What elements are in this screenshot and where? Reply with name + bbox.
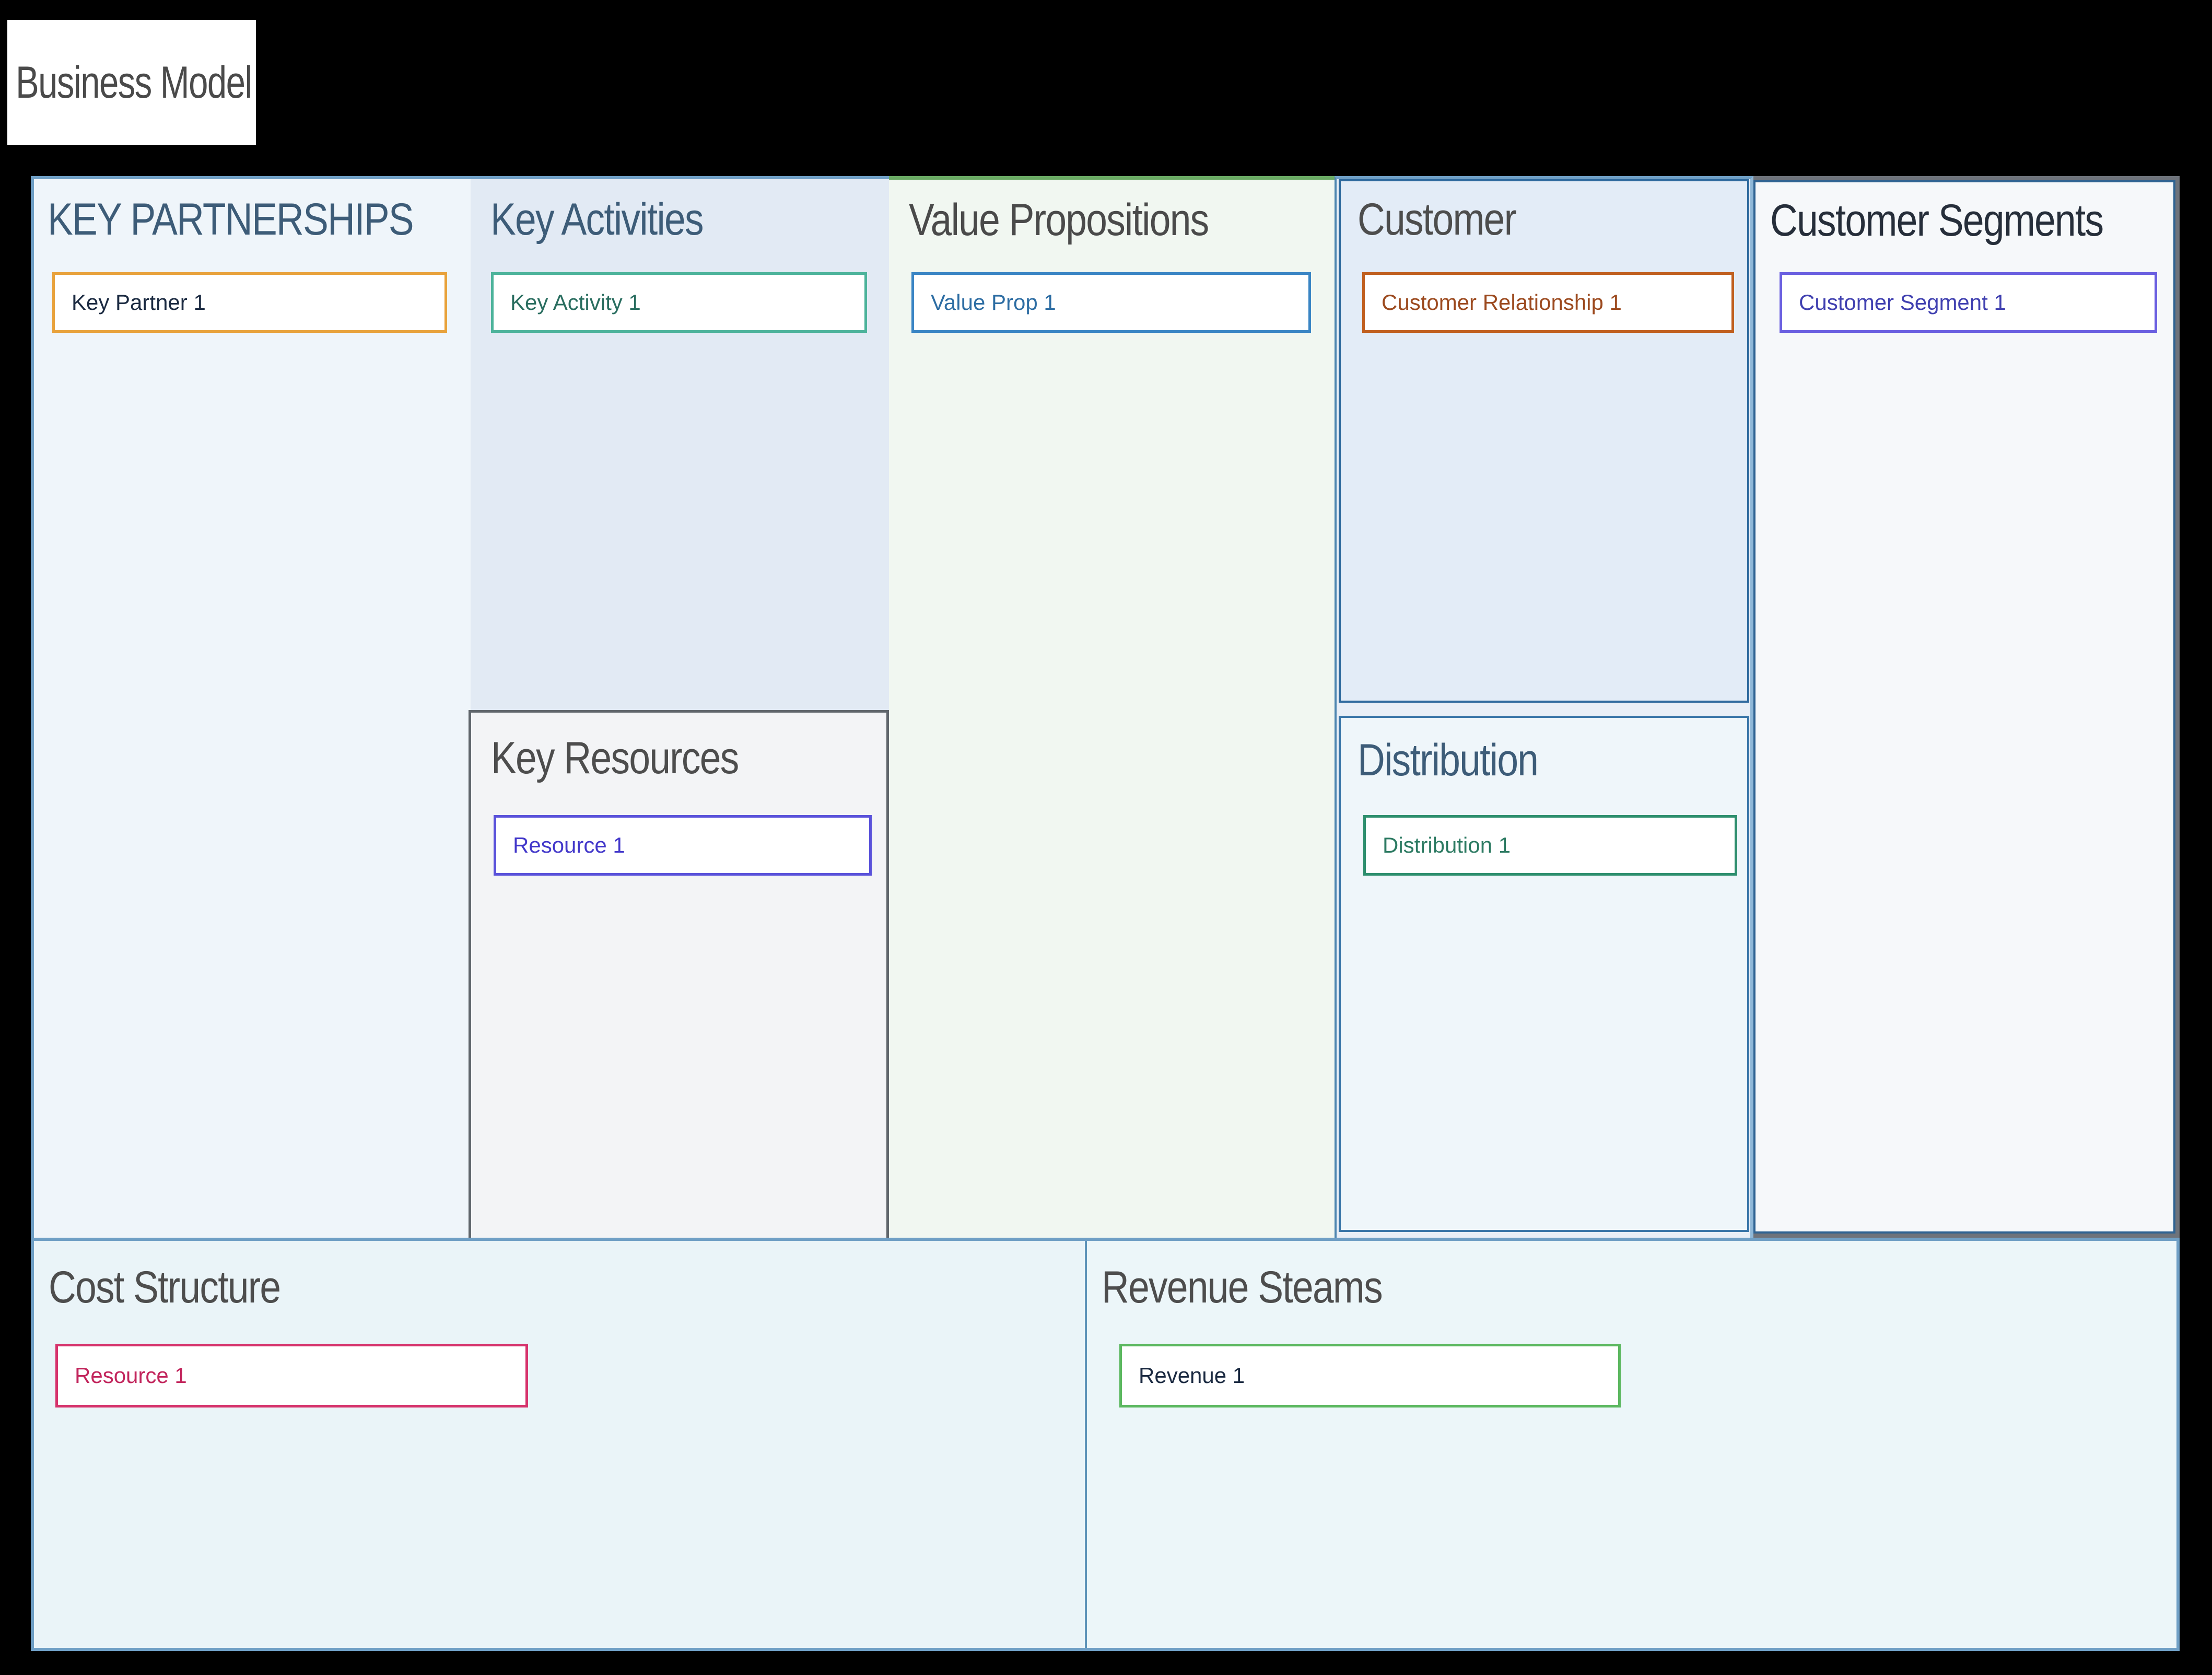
customer-segment-card-label: Customer Segment 1 xyxy=(1799,290,2006,315)
value-prop-card-label: Value Prop 1 xyxy=(931,290,1056,315)
key-activity-card[interactable]: Key Activity 1 xyxy=(491,272,867,333)
divider-cost-revenue xyxy=(1085,1241,1087,1648)
key-resource-card[interactable]: Resource 1 xyxy=(494,815,872,876)
bottom-row: Cost Structure Resource 1 Revenue Steams… xyxy=(31,1238,2180,1651)
distribution-card[interactable]: Distribution 1 xyxy=(1363,815,1737,876)
customer-relationship-card-label: Customer Relationship 1 xyxy=(1382,290,1622,315)
section-key-resources: Key Resources xyxy=(469,710,889,1238)
key-resources-header: Key Resources xyxy=(491,733,739,783)
value-prop-card[interactable]: Value Prop 1 xyxy=(911,272,1311,333)
page-title: Business Model xyxy=(16,57,252,108)
section-key-activities: Key Activities xyxy=(471,176,889,710)
key-partnerships-header: KEY PARTNERSHIPS xyxy=(48,194,414,245)
customer-header: Customer xyxy=(1357,194,1517,245)
section-value-propositions: Value Propositions xyxy=(889,176,1335,1238)
title-box: Business Model xyxy=(7,20,256,145)
distribution-header: Distribution xyxy=(1357,735,1539,785)
section-distribution: Distribution xyxy=(1339,716,1749,1232)
customer-relationship-card[interactable]: Customer Relationship 1 xyxy=(1362,272,1734,333)
customer-segment-card[interactable]: Customer Segment 1 xyxy=(1780,272,2157,333)
section-cost-structure: Cost Structure Resource 1 xyxy=(34,1241,1085,1648)
key-partner-card-label: Key Partner 1 xyxy=(72,290,206,315)
key-activity-card-label: Key Activity 1 xyxy=(510,290,641,315)
section-customer: Customer xyxy=(1339,179,1749,703)
distribution-card-label: Distribution 1 xyxy=(1383,833,1511,857)
section-revenue-streams: Revenue Steams Revenue 1 xyxy=(1087,1241,2176,1648)
cost-structure-header: Cost Structure xyxy=(49,1262,281,1312)
key-activities-header: Key Activities xyxy=(490,194,704,245)
revenue-streams-header: Revenue Steams xyxy=(1102,1262,1383,1312)
cost-resource-card-label: Resource 1 xyxy=(75,1363,187,1388)
section-key-partnerships: KEY PARTNERSHIPS xyxy=(31,176,471,1238)
section-customer-segments: Customer Segments xyxy=(1753,176,2180,1238)
cost-resource-card[interactable]: Resource 1 xyxy=(55,1344,528,1408)
value-propositions-header: Value Propositions xyxy=(909,195,1209,245)
revenue-card-label: Revenue 1 xyxy=(1139,1363,1245,1388)
customer-segments-header: Customer Segments xyxy=(1770,195,2104,246)
key-partner-card[interactable]: Key Partner 1 xyxy=(52,272,447,333)
customer-segments-box: Customer Segments xyxy=(1753,180,2175,1234)
revenue-card[interactable]: Revenue 1 xyxy=(1119,1344,1621,1408)
key-resource-card-label: Resource 1 xyxy=(513,833,625,857)
